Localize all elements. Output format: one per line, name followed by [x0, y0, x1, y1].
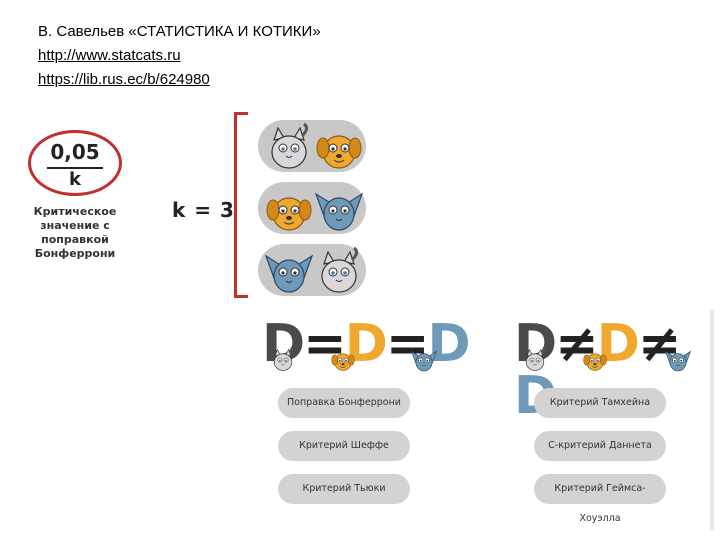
fraction-line: [47, 167, 103, 169]
critical-value-circle: 0,05 k: [28, 130, 122, 196]
blue-cat-icon: [315, 193, 363, 231]
critical-denominator: k: [69, 169, 81, 190]
pair-blue-gray: [258, 244, 366, 296]
caption-line: значение с: [40, 219, 110, 232]
test-games-howell: Критерий Геймса-Хоуэлла: [534, 474, 666, 524]
header: В. Савельев «СТАТИСТИКА И КОТИКИ» http:/…: [38, 20, 321, 92]
test-scheffe: Критерий Шеффе: [278, 431, 410, 461]
test-tamhane: Критерий Тамхейна: [534, 388, 666, 418]
gray-cat-icon: [270, 122, 309, 170]
pair-gray-orange: [258, 120, 366, 172]
gray-cat-icon: [273, 346, 293, 372]
formula-d: D: [427, 314, 471, 374]
gray-cat-icon: [525, 346, 545, 372]
orange-dog-icon: [331, 353, 355, 371]
blue-cat-icon: [265, 255, 313, 293]
caption-line: поправкой: [41, 233, 109, 246]
statcats-link[interactable]: http://www.statcats.ru: [38, 47, 181, 64]
caption-line: Бонферрони: [34, 247, 116, 260]
gray-cat-icon: [320, 246, 359, 294]
pair-orange-blue: [258, 182, 366, 234]
orange-dog-icon: [316, 135, 362, 169]
librusec-link[interactable]: https://lib.rus.ec/b/624980: [38, 71, 210, 88]
equal-formula: D=D=D: [262, 314, 471, 374]
comparison-bracket: [234, 112, 248, 298]
orange-dog-icon: [583, 353, 607, 371]
critical-caption: Критическое значение с поправкой Бонферр…: [20, 205, 130, 261]
test-bonferroni: Поправка Бонферрони: [278, 388, 410, 418]
blue-cat-icon: [665, 351, 691, 372]
test-tukey: Критерий Тьюки: [278, 474, 410, 504]
critical-numerator: 0,05: [50, 140, 100, 164]
book-title: В. Савельев «СТАТИСТИКА И КОТИКИ»: [38, 23, 321, 40]
orange-dog-icon: [266, 197, 312, 231]
page-edge-shadow: [710, 310, 714, 530]
blue-cat-icon: [411, 351, 437, 372]
k-equals-label: k = 3: [172, 198, 235, 222]
test-dunnett: С-критерий Даннета: [534, 431, 666, 461]
caption-line: Критическое: [33, 205, 117, 218]
